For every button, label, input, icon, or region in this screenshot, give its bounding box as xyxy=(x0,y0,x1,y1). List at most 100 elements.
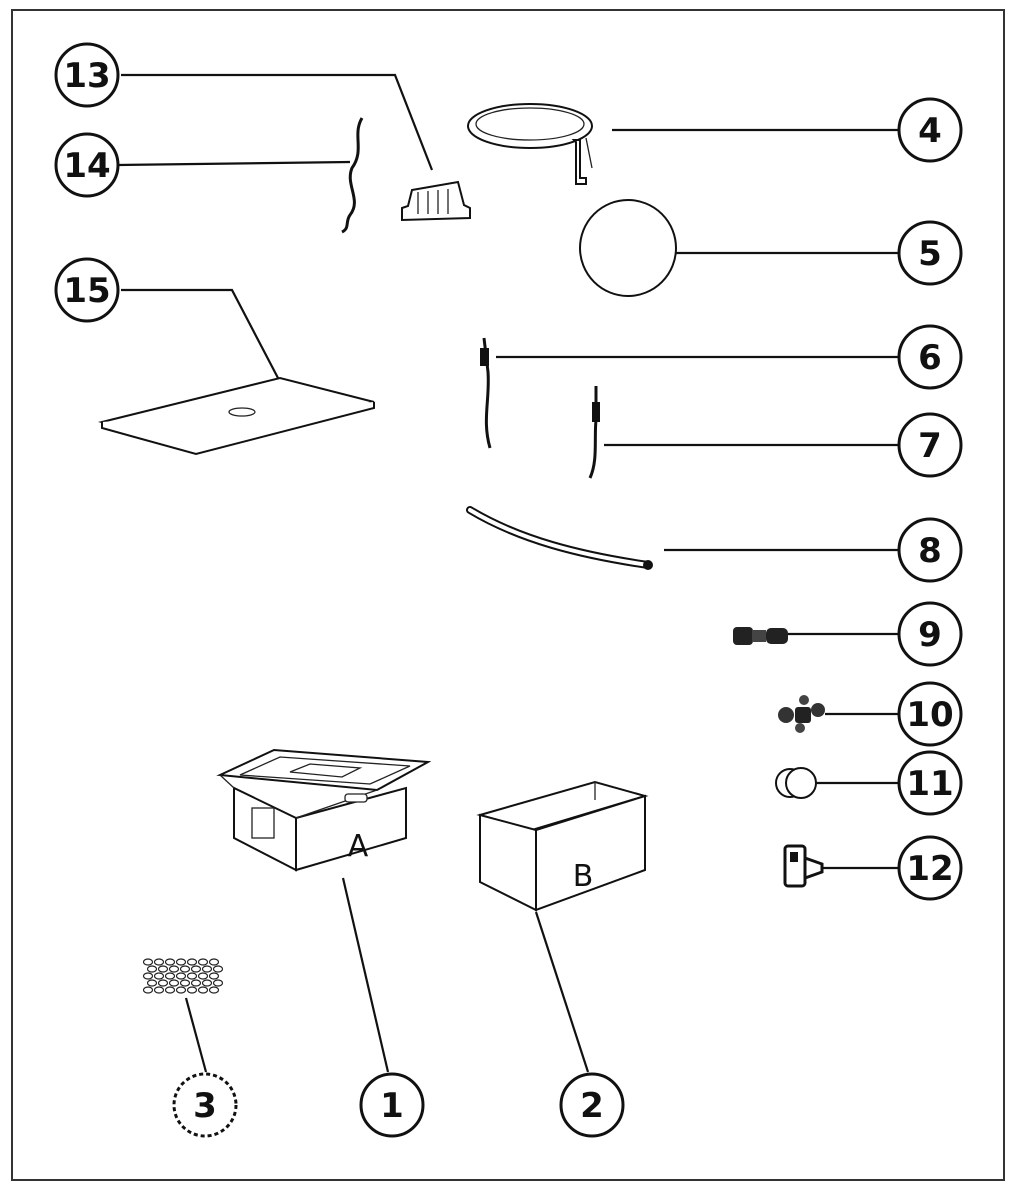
callout-9: 9 xyxy=(897,601,963,667)
callout-8: 8 xyxy=(897,517,963,583)
part-5-disc xyxy=(579,199,677,297)
callout-circle-3 xyxy=(172,1072,238,1138)
callout-number-5: 5 xyxy=(918,234,942,274)
callout-12: 12 xyxy=(897,835,963,901)
rock-piece xyxy=(201,965,213,973)
page-border xyxy=(11,9,1005,1181)
part-7-igniter-lead xyxy=(588,386,600,479)
callout-number-13: 13 xyxy=(63,56,110,96)
callout-13: 13 xyxy=(54,42,120,108)
callout-10: 10 xyxy=(897,681,963,747)
rock-piece xyxy=(190,979,202,987)
callout-5: 5 xyxy=(897,220,963,286)
rock-piece xyxy=(186,958,198,966)
rock-piece xyxy=(157,965,169,973)
callout-circle-12 xyxy=(897,835,963,901)
callout-number-15: 15 xyxy=(63,271,110,311)
rock-piece xyxy=(197,972,209,980)
part-4-burner-ring xyxy=(467,103,593,185)
part-10-valve xyxy=(778,695,825,733)
leader-15 xyxy=(121,288,279,379)
rock-piece xyxy=(186,986,198,994)
callout-number-1: 1 xyxy=(380,1086,404,1126)
part-9-fitting xyxy=(733,627,788,645)
callout-1: 1 xyxy=(359,1072,425,1138)
callout-number-9: 9 xyxy=(918,615,942,655)
rock-piece xyxy=(175,972,187,980)
callout-11: 11 xyxy=(897,750,963,816)
callout-circle-14 xyxy=(54,132,120,198)
callout-circle-4 xyxy=(897,97,963,163)
callout-circle-2 xyxy=(559,1072,625,1138)
callout-6: 6 xyxy=(897,324,963,390)
part-1-burner-box-a xyxy=(216,748,432,872)
rock-piece xyxy=(197,986,209,994)
rock-piece xyxy=(208,972,220,980)
rock-piece xyxy=(179,965,191,973)
callout-3: 3 xyxy=(172,1072,238,1138)
rock-piece xyxy=(146,979,158,987)
leader-1 xyxy=(341,877,390,1073)
leader-2 xyxy=(534,911,590,1073)
callout-number-4: 4 xyxy=(918,111,942,151)
part-12-elbow-fitting xyxy=(783,844,824,888)
rock-piece xyxy=(164,986,176,994)
rock-piece xyxy=(190,965,202,973)
rock-piece xyxy=(175,958,187,966)
rock-piece xyxy=(208,986,220,994)
callout-circle-5 xyxy=(897,220,963,286)
part-6-thermocouple xyxy=(480,337,492,449)
callout-circle-9 xyxy=(897,601,963,667)
rock-piece xyxy=(153,986,165,994)
callout-circle-7 xyxy=(897,412,963,478)
rock-piece xyxy=(142,972,154,980)
rock-piece xyxy=(212,965,224,973)
rock-piece xyxy=(208,958,220,966)
rock-piece xyxy=(164,958,176,966)
rock-piece xyxy=(146,965,158,973)
callout-2: 2 xyxy=(559,1072,625,1138)
rock-piece xyxy=(157,979,169,987)
callout-circle-13 xyxy=(54,42,120,108)
callout-circle-6 xyxy=(897,324,963,390)
callout-7: 7 xyxy=(897,412,963,478)
rock-piece xyxy=(142,986,154,994)
rock-piece xyxy=(186,972,198,980)
rock-piece xyxy=(164,972,176,980)
callout-number-7: 7 xyxy=(918,426,942,466)
rock-piece xyxy=(168,979,180,987)
rock-piece xyxy=(212,979,224,987)
callout-15: 15 xyxy=(54,257,120,323)
callout-number-2: 2 xyxy=(580,1086,604,1126)
callout-number-12: 12 xyxy=(906,849,953,889)
callout-number-11: 11 xyxy=(906,764,953,804)
part-13-ignition-module xyxy=(401,180,471,222)
callout-number-6: 6 xyxy=(918,338,942,378)
callout-circle-10 xyxy=(897,681,963,747)
rock-piece xyxy=(168,965,180,973)
box-a-letter: A xyxy=(348,829,369,864)
rock-piece xyxy=(142,958,154,966)
callout-14: 14 xyxy=(54,132,120,198)
callout-number-14: 14 xyxy=(63,146,110,186)
part-14-wire xyxy=(341,117,364,234)
rock-piece xyxy=(201,979,213,987)
callout-number-10: 10 xyxy=(906,695,953,735)
leader-14 xyxy=(117,160,351,167)
callout-circle-11 xyxy=(897,750,963,816)
callout-number-8: 8 xyxy=(918,531,942,571)
callout-circle-1 xyxy=(359,1072,425,1138)
rock-piece xyxy=(175,986,187,994)
part-11-knob xyxy=(775,767,817,799)
rock-piece xyxy=(153,958,165,966)
part-8-gas-hose xyxy=(466,506,653,570)
rock-piece xyxy=(153,972,165,980)
part-3-rock-pieces xyxy=(142,958,224,994)
leader-3 xyxy=(184,997,208,1073)
part-2-enclosure-box-b xyxy=(476,780,649,912)
callout-circle-15 xyxy=(54,257,120,323)
callout-circle-8 xyxy=(897,517,963,583)
rock-piece xyxy=(197,958,209,966)
